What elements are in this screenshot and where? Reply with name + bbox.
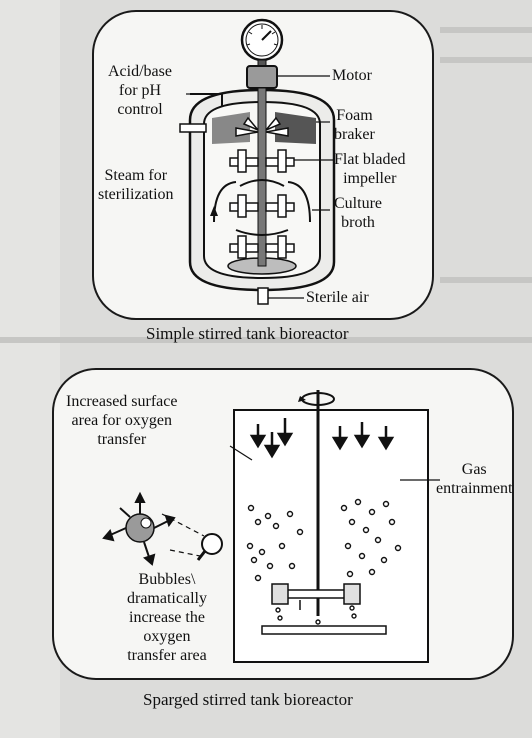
bubbles	[246, 498, 402, 625]
figure2-caption: Sparged stirred tank bioreactor	[143, 690, 353, 709]
impeller-icon	[229, 149, 295, 259]
surface-area-label: Increased surface area for oxygen transf…	[66, 393, 178, 448]
acid-base-label: Acid/base for pH control	[108, 63, 172, 118]
impeller-label: Flat bladed impeller	[334, 151, 406, 187]
downflow-arrows	[249, 418, 395, 459]
foam-breaker-icon	[235, 116, 289, 137]
sparger-bar	[261, 625, 387, 635]
bubbles-label: Bubbles\ dramatically increase the oxyge…	[127, 571, 207, 664]
steam-label: Steam for sterilization	[98, 167, 174, 203]
magnifier-icon	[196, 533, 223, 561]
oxygen-molecule-icon	[102, 491, 176, 566]
motor-label: Motor	[332, 67, 372, 84]
gas-entrainment-label: Gas entrainment	[436, 461, 513, 497]
foam-breaker-label: Foam braker	[334, 107, 375, 143]
sparged-tank-vessel	[233, 409, 429, 663]
sterile-air-label: Sterile air	[306, 289, 369, 306]
culture-broth-label: Culture broth	[334, 195, 382, 231]
figure1-caption: Simple stirred tank bioreactor	[146, 324, 349, 343]
